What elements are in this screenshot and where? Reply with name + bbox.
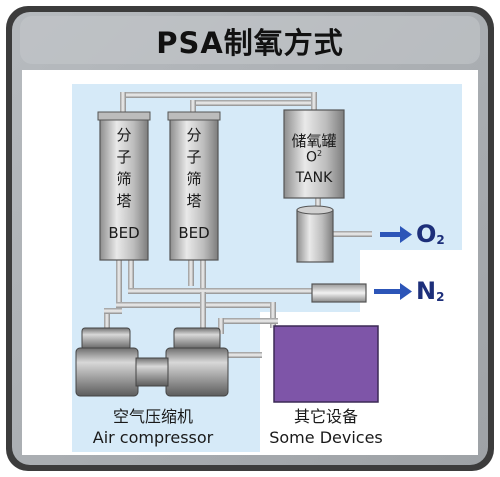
n2-main: N bbox=[416, 277, 437, 305]
o2-sub: 2 bbox=[436, 233, 445, 247]
bed-2-label: 分 子 筛 塔 bbox=[170, 124, 218, 212]
bed-1-en: BED bbox=[108, 224, 140, 242]
n2-sub: 2 bbox=[436, 290, 445, 304]
devices-cn: 其它设备 bbox=[293, 407, 358, 426]
o2-main: O bbox=[416, 220, 437, 248]
bed-1-char-1: 分 bbox=[116, 126, 132, 144]
n2-output-label: N2 bbox=[416, 277, 444, 305]
bed-2-char-4: 塔 bbox=[186, 192, 202, 210]
title-bar bbox=[20, 16, 480, 64]
bed-2-char-3: 筛 bbox=[186, 170, 202, 188]
bed-1 bbox=[97, 111, 151, 261]
devices-en: Some Devices bbox=[269, 428, 383, 447]
diagram-title: PSA制氧方式 bbox=[156, 26, 344, 60]
pipes bbox=[104, 92, 372, 358]
compressor-caption: 空气压缩机 Air compressor bbox=[70, 406, 236, 448]
tank-cn: 储氧罐 bbox=[291, 132, 337, 150]
bed-1-char-4: 塔 bbox=[116, 192, 132, 210]
bed-1-char-3: 筛 bbox=[116, 170, 132, 188]
n2-valve bbox=[311, 283, 367, 303]
bed-2-en: BED bbox=[178, 224, 210, 242]
devices-caption: 其它设备 Some Devices bbox=[258, 406, 394, 448]
o2-arrow bbox=[380, 226, 412, 243]
device-box bbox=[273, 325, 379, 403]
compressor-en: Air compressor bbox=[92, 428, 214, 447]
tank-o2-sup: 2 bbox=[316, 149, 323, 158]
regulator bbox=[296, 205, 334, 263]
bed-1-label: 分 子 筛 塔 bbox=[100, 124, 148, 212]
o2-output-label: O2 bbox=[416, 220, 445, 248]
tank-o2: O2 bbox=[280, 149, 348, 166]
bed-2-char-2: 子 bbox=[186, 148, 202, 166]
air-compressor bbox=[75, 327, 229, 397]
bed-2-char-1: 分 bbox=[186, 126, 202, 144]
compressor-cn: 空气压缩机 bbox=[112, 407, 193, 426]
tank-o2-main: O bbox=[305, 149, 317, 166]
tank-en: TANK bbox=[295, 170, 333, 186]
bed-2 bbox=[167, 111, 221, 261]
bed-1-char-2: 子 bbox=[116, 148, 132, 166]
n2-arrow bbox=[374, 283, 412, 300]
oxygen-tank bbox=[283, 109, 345, 199]
